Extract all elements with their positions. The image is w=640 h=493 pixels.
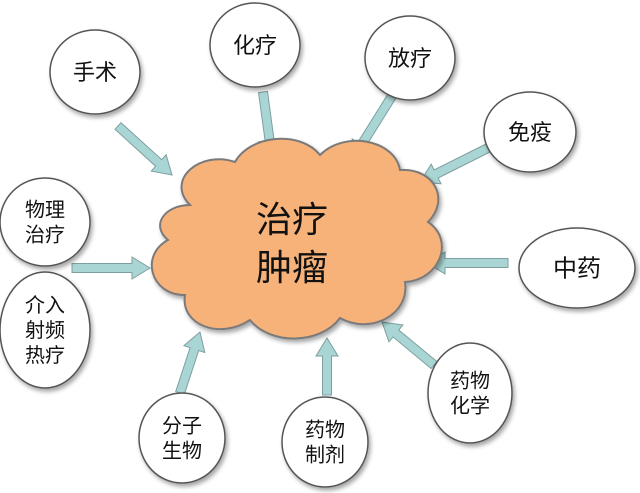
node-surgery: 手术 bbox=[49, 29, 141, 115]
node-label-molecular-biology-line-2: 生物 bbox=[162, 439, 202, 463]
node-label-physical-therapy-line-1: 物理 bbox=[25, 198, 65, 222]
node-tcm: 中药 bbox=[518, 227, 636, 309]
node-circle-molecular-biology bbox=[138, 392, 226, 484]
cloud-shape bbox=[150, 137, 443, 340]
node-label-interventional-rf-line-2: 射频 bbox=[25, 318, 65, 342]
node-circle-radiotherapy bbox=[364, 15, 456, 101]
node-label-radiotherapy-line-1: 放疗 bbox=[388, 47, 432, 72]
node-immunotherapy: 免疫 bbox=[483, 91, 577, 173]
arrow-molecular-biology bbox=[175, 331, 206, 396]
arrow-physical-therapy bbox=[71, 256, 151, 280]
node-circle-chemotherapy bbox=[209, 2, 301, 88]
node-circle-surgery bbox=[49, 29, 141, 115]
arrow-tcm bbox=[426, 251, 509, 275]
arrow-pharmaceutics bbox=[315, 337, 339, 396]
node-circle-immunotherapy bbox=[483, 91, 577, 173]
node-label-physical-therapy-line-2: 治疗 bbox=[25, 223, 65, 247]
node-circle-pharmaceutics bbox=[281, 396, 369, 488]
center-title-line-1: 治疗 bbox=[256, 200, 328, 241]
node-label-chemotherapy-line-1: 化疗 bbox=[233, 34, 277, 59]
arrow-immunotherapy bbox=[419, 143, 491, 185]
node-radiotherapy: 放疗 bbox=[364, 15, 456, 101]
node-label-molecular-biology-line-1: 分子 bbox=[162, 414, 202, 438]
node-label-surgery-line-1: 手术 bbox=[73, 61, 117, 86]
node-label-interventional-rf-line-1: 介入 bbox=[25, 293, 65, 317]
arrow-surgery bbox=[114, 121, 173, 176]
node-label-medicinal-chemistry-line-2: 化学 bbox=[450, 394, 490, 418]
node-circle-physical-therapy bbox=[0, 177, 91, 267]
arrow-medicinal-chemistry bbox=[381, 321, 438, 370]
center-title-line-2: 肿瘤 bbox=[256, 248, 328, 289]
node-label-interventional-rf-line-3: 热疗 bbox=[25, 343, 65, 367]
node-chemotherapy: 化疗 bbox=[209, 2, 301, 88]
node-label-pharmaceutics-line-1: 药物 bbox=[305, 418, 345, 442]
node-label-tcm-line-1: 中药 bbox=[553, 255, 601, 283]
node-label-medicinal-chemistry-line-1: 药物 bbox=[450, 369, 490, 393]
node-circle-interventional-rf bbox=[0, 271, 91, 389]
node-label-immunotherapy-line-1: 免疫 bbox=[508, 121, 552, 146]
node-circle-tcm bbox=[518, 227, 636, 309]
node-circle-medicinal-chemistry bbox=[427, 342, 513, 444]
node-label-pharmaceutics-line-2: 制剂 bbox=[305, 443, 345, 467]
central-cloud: 治疗 肿瘤 bbox=[150, 137, 443, 340]
